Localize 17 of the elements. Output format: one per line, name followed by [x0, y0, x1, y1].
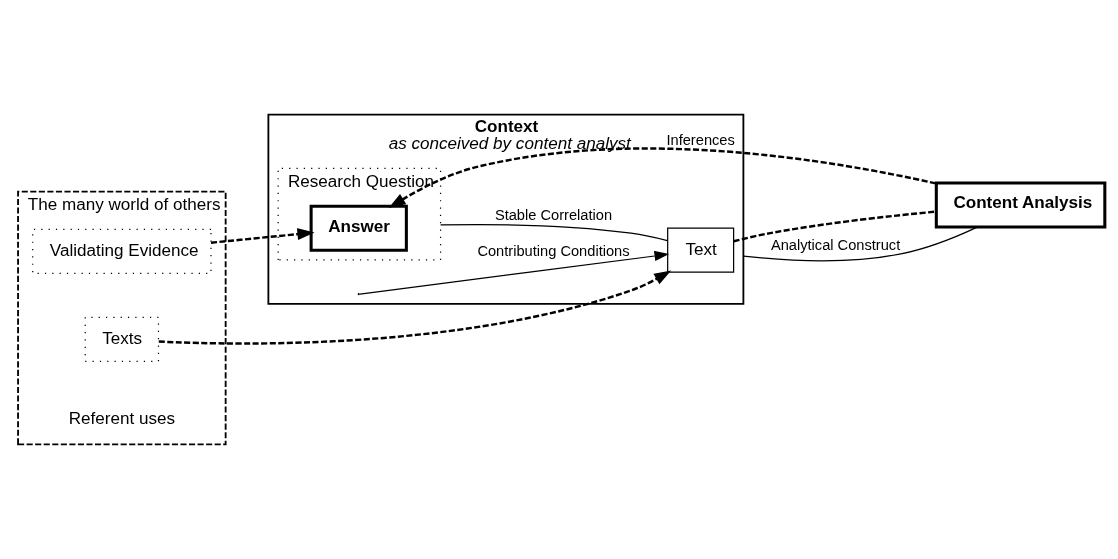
connector — [742, 226, 978, 262]
arrow — [359, 250, 670, 295]
arrow — [210, 228, 315, 244]
edge-label: Stable Correlation — [494, 207, 613, 224]
node-box: Content Analysis — [934, 181, 1107, 229]
node-box: Text — [667, 227, 735, 273]
edge-label: Contributing Conditions — [477, 242, 630, 259]
node-label: Referent uses — [68, 409, 176, 429]
edge-label: Inferences — [666, 131, 735, 148]
connector — [733, 210, 937, 243]
node-box: Validating Evidence — [32, 228, 212, 274]
edge-label: Analytical Construct — [770, 236, 901, 253]
arrow — [388, 147, 937, 208]
node-box: Answer — [309, 204, 408, 252]
node-box: Texts — [84, 316, 160, 362]
arrow — [158, 270, 672, 345]
connector — [439, 223, 668, 242]
